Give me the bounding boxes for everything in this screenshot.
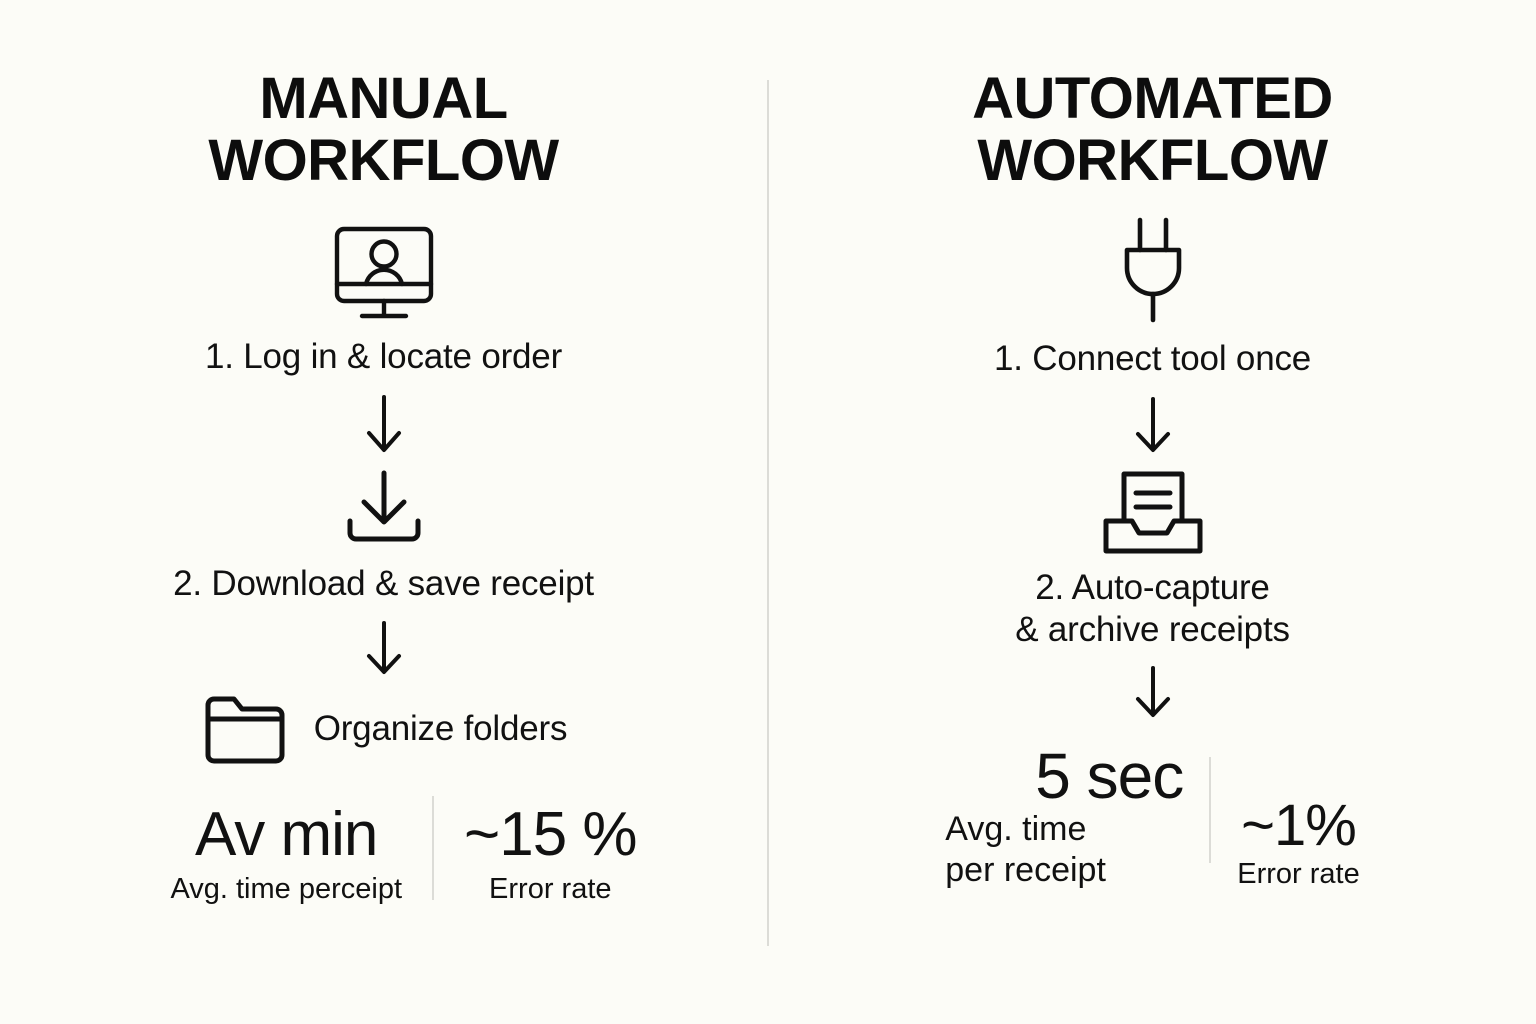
monitor-user-icon (329, 222, 439, 326)
manual-workflow-column: MANUAL WORKFLOW 1. Log in & locate order (0, 0, 767, 1024)
manual-stat-avg-time: Av min Avg. time perceipt (170, 803, 402, 906)
column-divider (767, 80, 769, 946)
automated-stat-error-rate-label: Error rate (1237, 857, 1360, 890)
manual-workflow-steps: 1. Log in & locate order 2. Download & s… (0, 222, 767, 767)
automated-stats-divider (1209, 757, 1212, 864)
manual-stat-error-rate: ~15 % Error rate (464, 800, 638, 906)
arrow-down-icon (360, 393, 408, 457)
download-icon (338, 469, 430, 555)
automated-workflow-column: AUTOMATED WORKFLOW 1. Connect tool once (769, 0, 1536, 1024)
automated-step-1-text: 1. Connect tool once (993, 339, 1312, 378)
inbox-tray-document-icon (1098, 467, 1208, 559)
automated-workflow-title: AUTOMATED WORKFLOW (972, 66, 1333, 194)
automated-workflow-steps: 1. Connect tool once 2. Auto-capture & a… (769, 214, 1536, 722)
automated-stat-error-rate-value: ~1% (1241, 793, 1357, 859)
manual-stats-divider (432, 796, 435, 900)
arrow-down-icon (360, 619, 408, 679)
manual-stat-avg-time-label: Avg. time perceipt (170, 872, 403, 905)
manual-step-3-row: Organize folders (200, 691, 568, 767)
automated-stat-error-rate: ~1% Error rate (1237, 796, 1359, 891)
automated-stat-avg-time-value: 5 sec (1035, 740, 1184, 812)
manual-stat-error-rate-value: ~15 % (464, 800, 638, 870)
power-plug-icon (1111, 214, 1195, 326)
manual-step-1-text: 1. Log in & locate order (204, 337, 563, 376)
automated-stat-avg-time: 5 sec Avg. time per receipt (945, 740, 1184, 891)
manual-step-2-text: 2. Download & save receipt (173, 564, 594, 604)
folder-icon (200, 691, 292, 767)
arrow-down-icon (1129, 664, 1177, 722)
automated-workflow-stats: 5 sec Avg. time per receipt ~1% Error ra… (769, 740, 1536, 891)
manual-stat-error-rate-label: Error rate (489, 872, 612, 905)
automated-stat-avg-time-label: Avg. time per receipt (945, 810, 1106, 890)
arrow-down-icon (1129, 395, 1177, 457)
manual-workflow-title: MANUAL WORKFLOW (208, 66, 559, 194)
manual-step-3-text: Organize folders (313, 708, 568, 748)
manual-stat-avg-time-value: Av min (195, 800, 378, 870)
manual-workflow-stats: Av min Avg. time perceipt ~15 % Error ra… (0, 796, 767, 906)
automated-step-2-text: 2. Auto-capture & archive receipts (1015, 568, 1290, 649)
